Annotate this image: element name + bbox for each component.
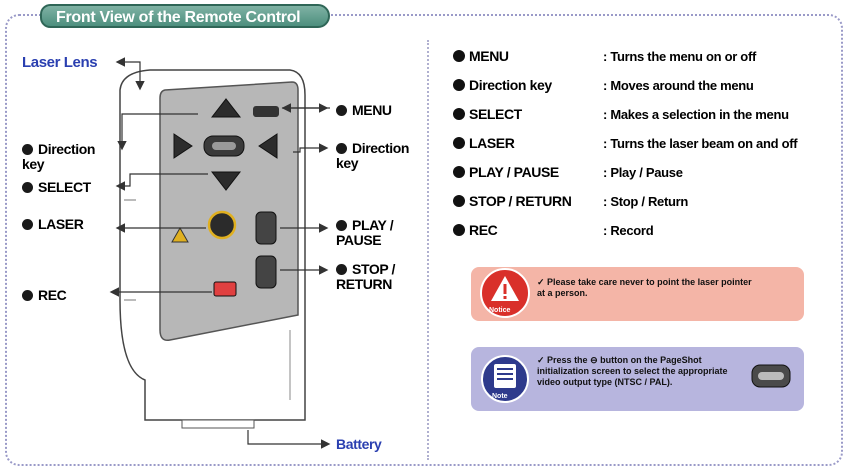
legend-desc: : Play / Pause <box>603 165 683 180</box>
legend-desc: : Stop / Return <box>603 194 689 209</box>
bullet-icon <box>336 220 347 231</box>
legend-key: MENU <box>453 48 509 64</box>
battery-label: Battery <box>336 436 382 452</box>
legend-desc: : Record <box>603 223 654 238</box>
stop-return-key <box>255 255 277 289</box>
direction-pad <box>173 98 278 191</box>
bullet-icon <box>22 219 33 230</box>
direction-key-left-label: Direction key <box>22 141 96 172</box>
legend-desc: : Turns the menu on or off <box>603 49 756 64</box>
play-pause-key <box>255 211 277 245</box>
warning-icon <box>480 268 530 318</box>
legend-key: LASER <box>453 135 515 151</box>
legend-key: STOP / RETURN <box>453 193 572 209</box>
notice-text: ✓ Please take care never to point the la… <box>537 277 752 298</box>
rec-label: REC <box>22 288 67 303</box>
bullet-icon <box>453 108 465 120</box>
left-key <box>173 133 193 159</box>
panel-frame <box>5 14 843 466</box>
notice-box: Notice ✓ Please take care never to point… <box>471 267 804 321</box>
bullet-icon <box>336 143 347 154</box>
note-box: Note ✓ Press the ⊖ button on the PageSho… <box>471 347 804 411</box>
up-key <box>210 98 242 118</box>
page-title: Front View of the Remote Control <box>40 4 330 28</box>
bullet-icon <box>336 264 347 275</box>
stop-return-label: STOP / RETURN <box>336 261 395 292</box>
bullet-icon <box>22 290 33 301</box>
select-button-icon <box>751 364 791 388</box>
legend-key: REC <box>453 222 498 238</box>
legend-key: Direction key <box>453 77 552 93</box>
laser-key <box>207 210 237 240</box>
note-text: ✓ Press the ⊖ button on the PageShot ini… <box>537 355 728 387</box>
bullet-icon <box>453 50 465 62</box>
bullet-icon <box>22 144 33 155</box>
battery-slot <box>181 419 255 429</box>
laser-label: LASER <box>22 217 84 232</box>
rec-key <box>213 281 237 297</box>
notice-badge: Notice <box>489 307 511 314</box>
bullet-icon <box>453 137 465 149</box>
legend-key: SELECT <box>453 106 522 122</box>
bullet-icon <box>22 182 33 193</box>
bullet-icon <box>453 166 465 178</box>
note-book-icon <box>481 355 529 403</box>
legend-desc: : Moves around the menu <box>603 78 754 93</box>
laser-lens-label: Laser Lens <box>22 54 98 71</box>
play-pause-label: PLAY / PAUSE <box>336 217 394 248</box>
direction-key-right-label: Direction key <box>336 140 410 171</box>
menu-key <box>253 106 279 117</box>
menu-label: MENU <box>336 103 392 118</box>
down-key <box>210 171 242 191</box>
note-badge: Note <box>492 393 508 400</box>
legend-desc: : Turns the laser beam on and off <box>603 136 798 151</box>
bullet-icon <box>453 195 465 207</box>
select-label: SELECT <box>22 180 91 195</box>
bullet-icon <box>453 79 465 91</box>
legend-key: PLAY / PAUSE <box>453 164 559 180</box>
divider <box>427 40 429 460</box>
legend-desc: : Makes a selection in the menu <box>603 107 789 122</box>
right-key <box>258 133 278 159</box>
bullet-icon <box>453 224 465 236</box>
bullet-icon <box>336 105 347 116</box>
control-panel <box>159 81 299 342</box>
